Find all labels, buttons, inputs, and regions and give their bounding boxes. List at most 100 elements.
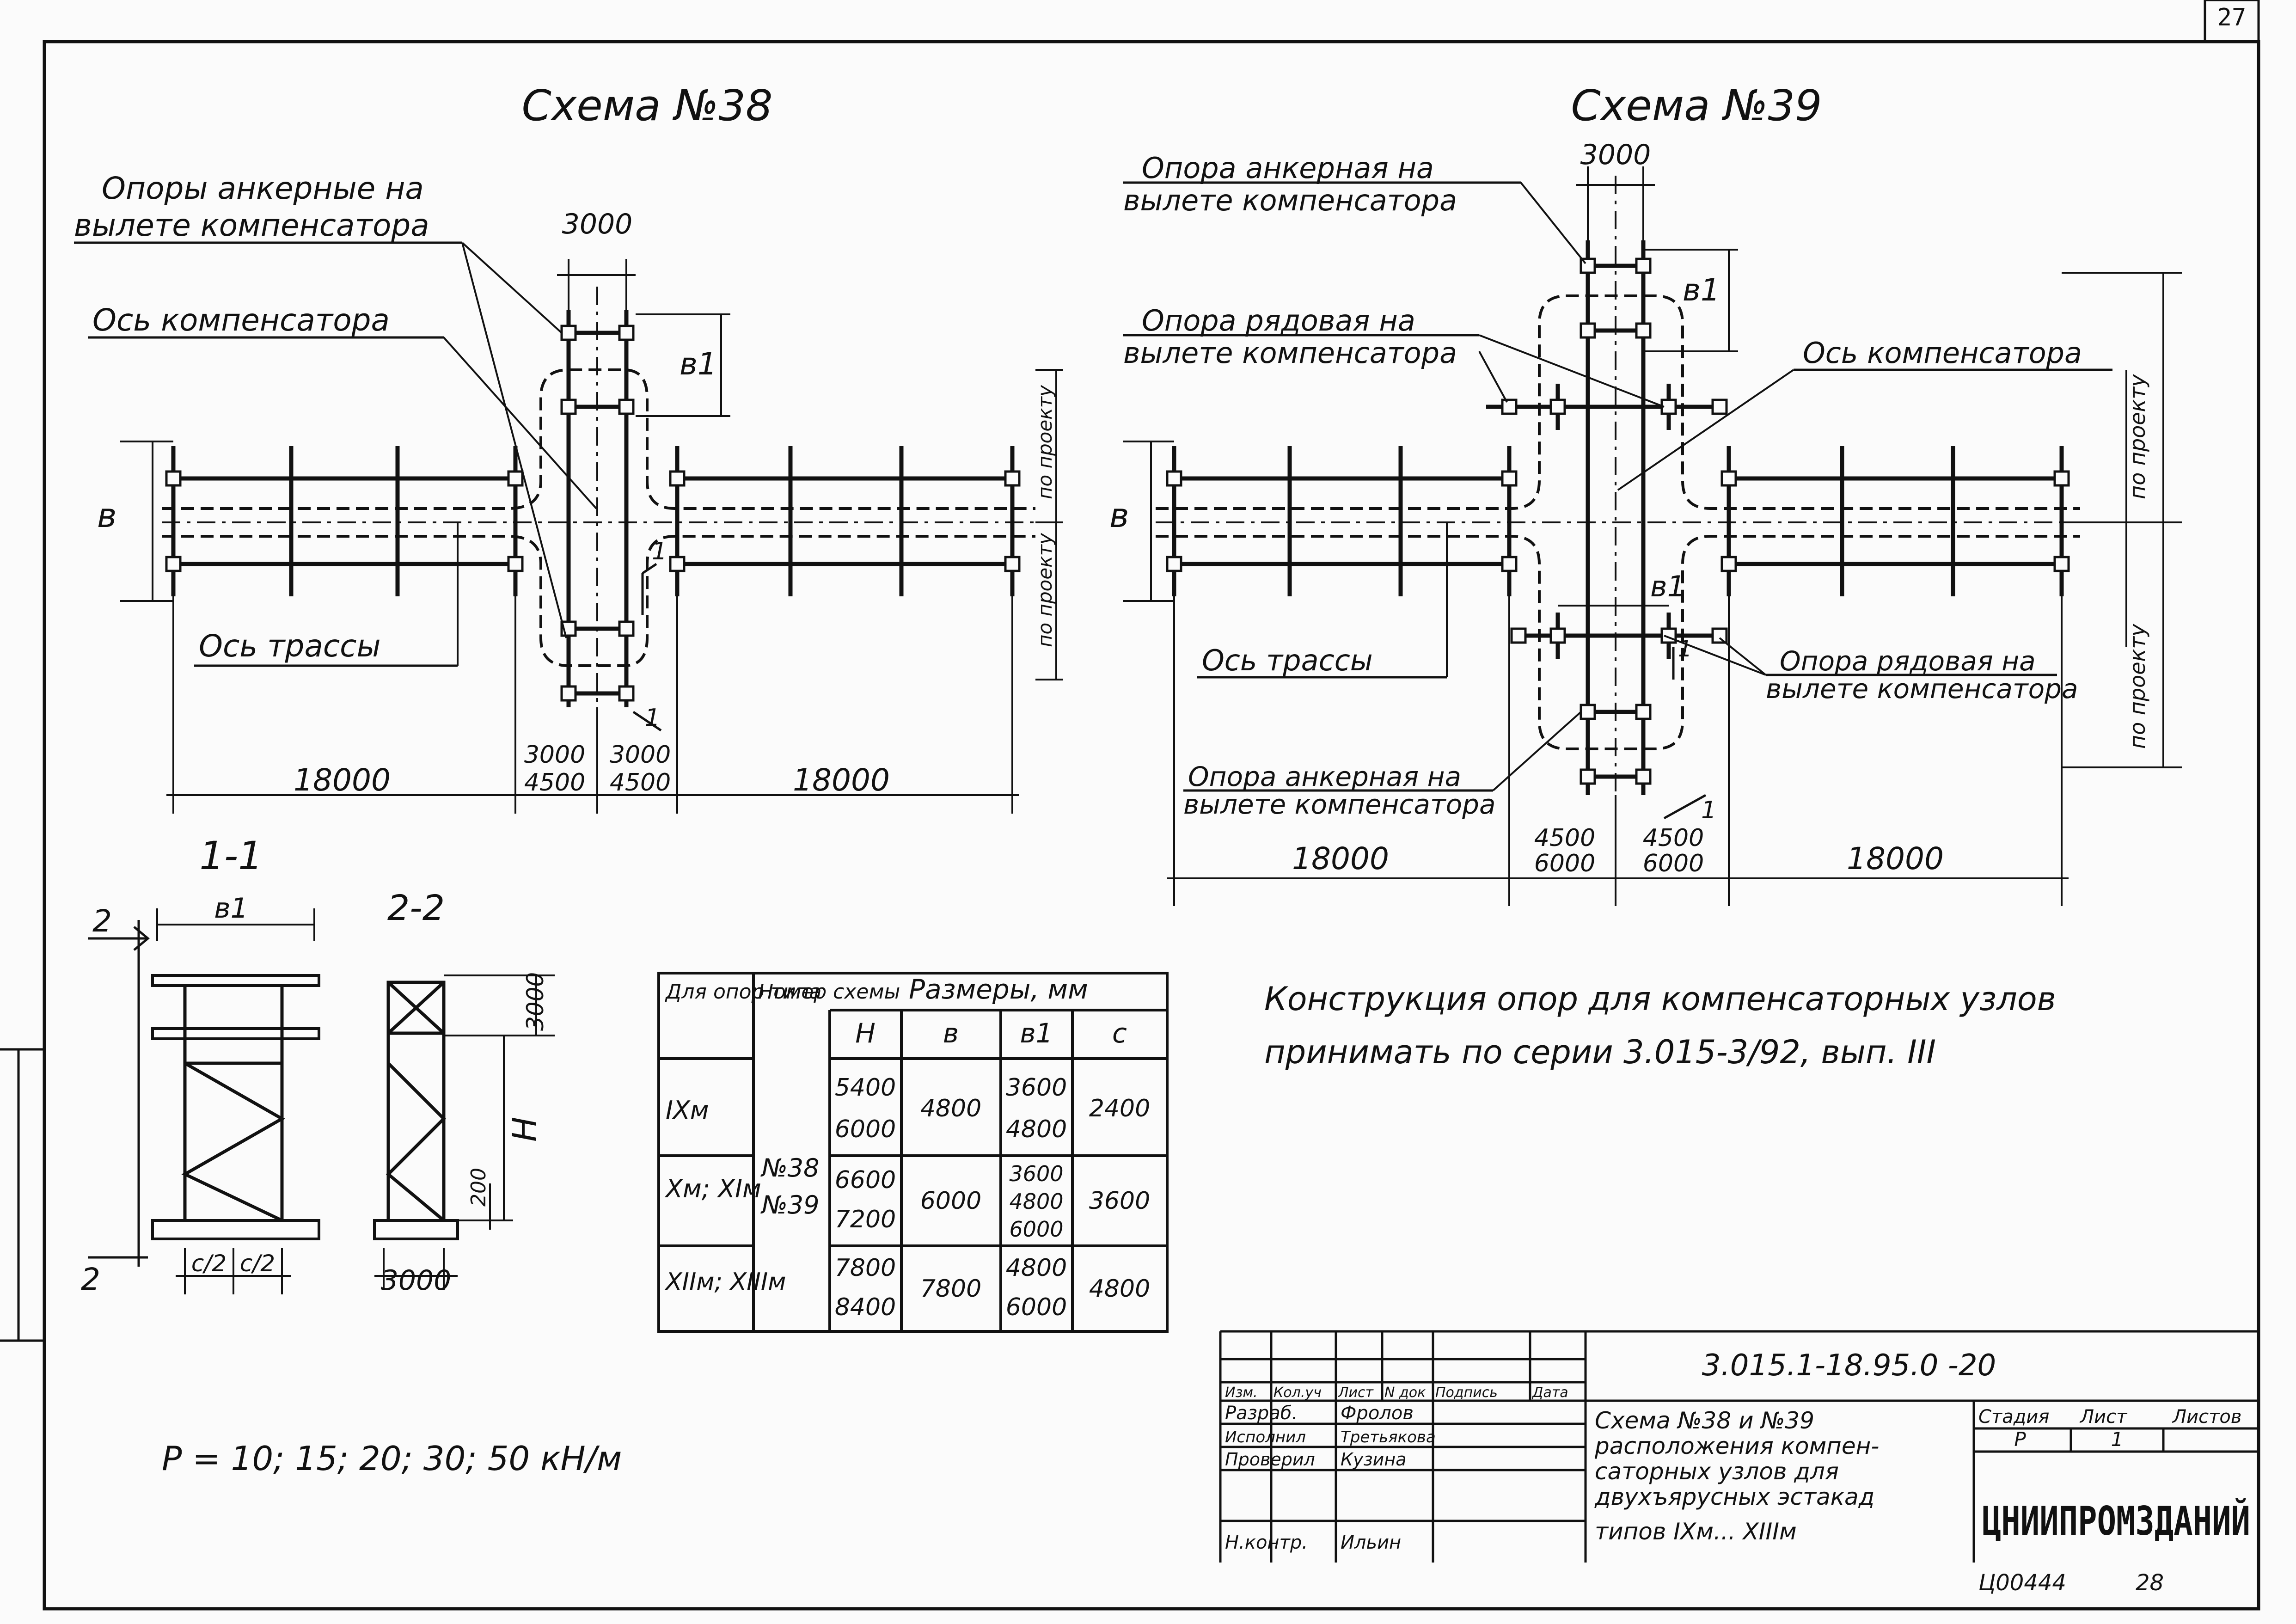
stage-value: Р [2014,1428,2026,1451]
scheme-39-section-mark-top: 1 [1678,636,1692,662]
note-line-1: Конструкция опор для компенсаторных узло… [1264,980,2056,1018]
scheme-38-dim-right-a: 3000 [610,741,671,769]
name-4: Ильин [1341,1532,1401,1553]
section-1-1-mark-top: 2 [92,903,112,939]
scheme-39-bottom-dim-chain [1167,596,2069,906]
size-table-row3-b: 7800 [920,1275,981,1303]
scheme-39-dim-b1-top: в1 [1683,272,1720,308]
size-table-header-type: Для опор типа [665,980,821,1004]
section-2-2-dim-3000-bottom-line [374,1248,458,1290]
name-3: Кузина [1341,1449,1407,1470]
footer-page: 28 [2136,1570,2164,1596]
section-1-1-truss [181,986,286,1222]
size-table-row2-type: Xм; XIм [664,1174,761,1203]
size-table-subheader-c: с [1112,1017,1127,1049]
section-2-2-top-frame [386,981,446,1035]
size-table-row2-b: 6000 [920,1187,981,1215]
scheme-39-anchor-top-2: вылете компенсатора [1123,184,1457,217]
scheme-39-anchor-top-1: Опора анкерная на [1142,151,1434,185]
scheme-39-support-nodes [1166,257,2070,785]
section-1-1-cut-arrows [88,920,150,1267]
scheme-38-dim-b-line [120,441,173,602]
section-2-2-base [373,1219,459,1240]
section-2-2-dim-3000-side: 3000 [522,972,549,1031]
size-table-row1-H-1: 5400 [835,1074,896,1102]
scheme-39-section-mark-bottom: 1 [1701,797,1716,824]
scheme-38-dim-right-b: 4500 [610,769,671,797]
size-table-row1-b1-1: 3600 [1006,1074,1067,1102]
scheme-39-row-bottom-1: Опора рядовая на [1780,645,2036,677]
scheme-39-compensator-loop [1156,294,2080,750]
section-2-2: 2-2 3000 Н 200 3000 [373,887,555,1297]
scheme-39-row-top-leaders [1478,334,1665,408]
page-number: 27 [2217,4,2247,31]
sheet-frame [43,40,2260,1611]
section-2-2-truss [386,981,446,1222]
section-1-1-dim-b1: в1 [214,892,248,925]
scheme-39-row-top-1: Опора рядовая на [1142,304,1415,337]
scheme-39-section-marks [1663,647,1707,820]
section-1-1-middle-beam [151,1027,320,1040]
scheme-38-dim-b1: в1 [680,346,717,382]
scheme-38-title: Схема №38 [521,81,772,130]
scheme-38-compensator-axis-leader [443,337,597,509]
sheet-header: Лист [2079,1406,2128,1428]
col-header-ndoc: N док [1384,1385,1426,1401]
organization-name: ЦНИИПРОМЗДАНИЙ [1982,1498,2250,1544]
title-block-grid [1219,1330,2259,1563]
side-stamp-lines [0,1048,44,1342]
scheme-38-dim-3000-top: 3000 [562,208,633,240]
col-header-sign: Подпись [1435,1385,1498,1401]
section-1-1-dim-c-line [176,1248,291,1294]
sheets-header: Листов [2172,1406,2241,1428]
name-2: Третьякова [1341,1428,1436,1446]
title-block: Изм. Кол.уч Лист N док Подпись Дата Разр… [1219,1330,2259,1596]
scheme-38-dim-18000-left: 18000 [294,762,391,798]
size-table-row1-H-2: 6000 [835,1115,896,1143]
role-3: Проверил [1225,1449,1315,1470]
scheme-39-dim-b1-mid: в1 [1650,570,1685,603]
scheme-39-side-label-1: по проекту [2125,374,2150,499]
section-1-1: 1-1 в1 2 2 с/2 с/2 [81,833,320,1297]
scheme-39-row-top-2: вылете компенсатора [1123,336,1457,370]
section-1-1-dim-c2-left: с/2 [191,1250,227,1277]
size-table-row2-b1-1: 3600 [1009,1161,1063,1186]
size-table-scheme-39: №39 [760,1190,820,1220]
footer-number: Ц00444 [1978,1570,2066,1596]
scheme-38-anchor-label-1: Опоры анкерные на [102,171,424,206]
scheme-38-side-label-1: по проекту [1034,385,1056,499]
scheme-38-route-axis-label: Ось трассы [199,628,381,664]
scheme-39-dim-3000-top: 3000 [1580,139,1651,171]
load-line: Р = 10; 15; 20; 30; 50 кН/м [162,1439,622,1478]
doc-code: 3.015.1-18.95.0 -20 [1702,1348,1996,1383]
scheme-39: Схема №39 [1109,81,2182,906]
scheme-39-title: Схема №39 [1571,81,1822,130]
section-2-2-dim-H: Н [505,1117,544,1142]
size-table-row1-c: 2400 [1089,1095,1150,1122]
size-table-header-scheme: Номер схемы [758,980,900,1004]
scheme-39-dim-18000-right: 18000 [1847,841,1944,876]
scheme-38-section-mark-top: 1 [652,538,667,565]
scheme-39-compensator-axis-label: Ось компенсатора [1803,336,2082,370]
size-table-row3-H-1: 7800 [835,1254,896,1282]
section-2-2-dim-3000-bottom: 3000 [381,1264,452,1297]
scheme-38-dim-b1-line [636,313,730,417]
scheme-39-anchor-top-leader [1520,182,1586,264]
size-table-row3-b1-2: 6000 [1006,1293,1067,1321]
scheme-39-dim-right-b: 6000 [1643,850,1704,877]
scheme-38-dim-3000-line [557,259,636,324]
col-header-kol: Кол.уч [1274,1385,1322,1401]
scheme-39-dim-b-line [1123,441,1174,602]
section-2-2-dim-3000-line [444,974,555,1036]
scheme-38-section-mark-bottom: 1 [645,704,660,732]
scheme-38-dim-b: в [97,496,116,535]
size-table-subheader-b1: в1 [1020,1017,1053,1049]
section-2-2-title: 2-2 [387,887,445,928]
scheme-39-dim-3000-line [1576,166,1655,240]
scheme-39-dim-18000-left: 18000 [1292,841,1389,876]
description-line-3: саторных узлов для [1595,1458,1839,1485]
scheme-39-dim-left-a: 4500 [1534,824,1595,852]
section-2-2-dim-200: 200 [467,1168,490,1207]
scheme-39-row-bottom-leaders [1664,635,1767,676]
